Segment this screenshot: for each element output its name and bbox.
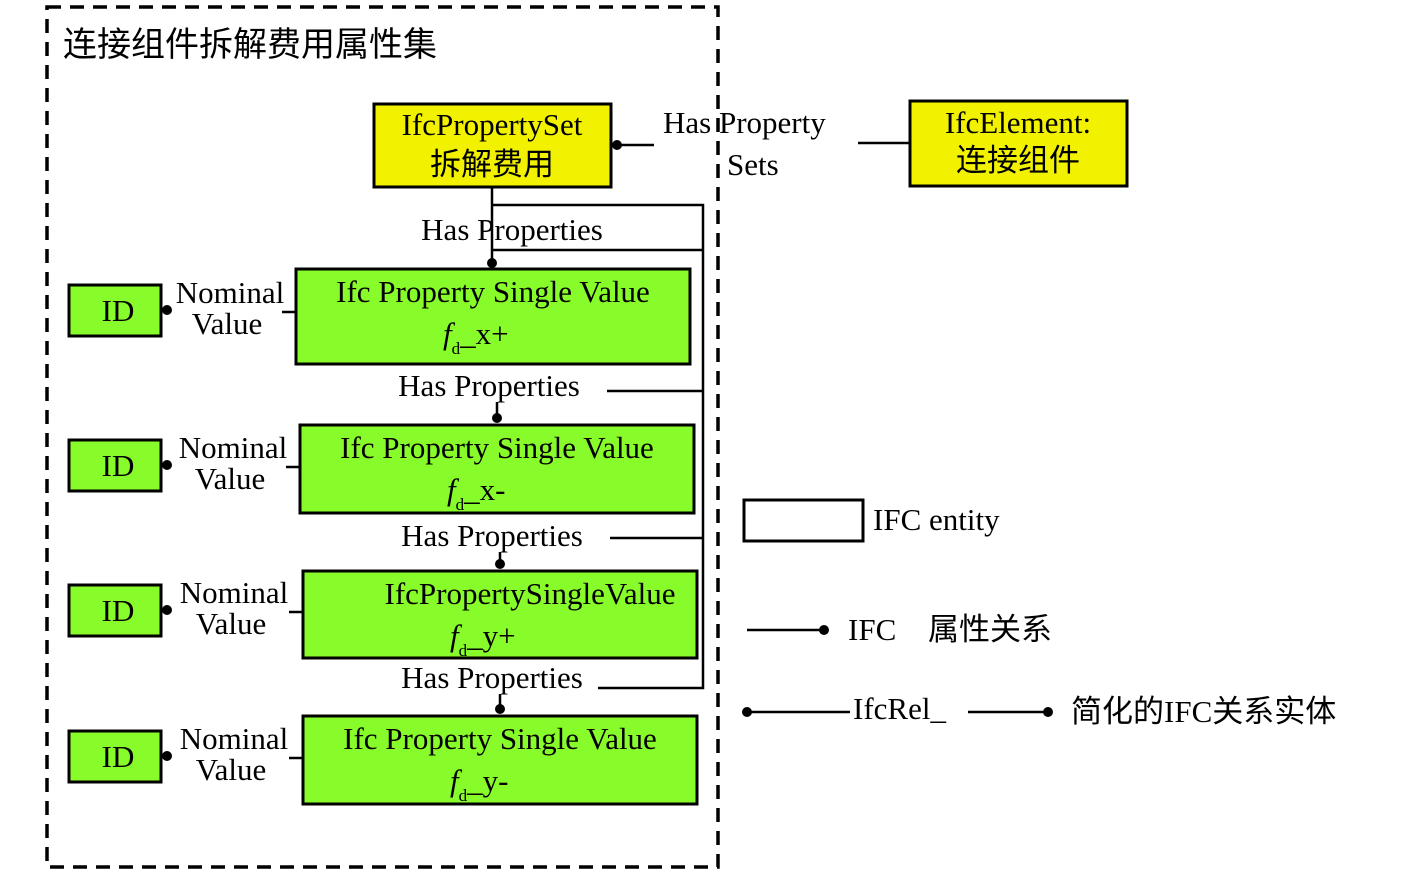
- id-box: [67, 438, 163, 493]
- legend-property-relation-b: 属性关系: [928, 612, 1052, 647]
- nominal-value-label: Nominal: [180, 721, 289, 756]
- ifc-property-set-box: IfcPropertySet 拆解费用: [372, 102, 613, 189]
- property-name-subscript: d: [459, 786, 468, 805]
- legend-entity-label: IFC entity: [873, 502, 1000, 537]
- property-type-label: Ifc Property Single Value: [343, 721, 657, 756]
- property-name: fd_x+: [443, 316, 509, 358]
- nominal-value-label-2: Value: [195, 461, 266, 496]
- id-label: ID: [102, 739, 135, 774]
- has-properties-label: Has Properties: [398, 368, 580, 403]
- id-label: ID: [102, 448, 135, 483]
- property-single-value-box: [298, 423, 696, 515]
- property-name-subscript: d: [456, 495, 465, 514]
- property-name-suffix: _x-: [463, 472, 505, 507]
- property-type-label: Ifc Property Single Value: [340, 430, 654, 465]
- legend: IFC entity IFC 属性关系 IfcRel_ 简化的IFC关系实体: [742, 498, 1336, 729]
- has-properties-connectors: [490, 187, 705, 690]
- relation-dot: [162, 605, 172, 615]
- relation-dot: [492, 413, 502, 423]
- property-single-value-box: [294, 267, 692, 366]
- nominal-value-label: Nominal: [176, 275, 285, 310]
- property-name-subscript: d: [459, 641, 468, 660]
- property-set-boundary: [45, 5, 720, 869]
- property-name: fd_y-: [450, 763, 508, 805]
- property-name-suffix: _y-: [466, 763, 508, 798]
- relation-dot: [495, 559, 505, 569]
- relation-dot: [162, 305, 172, 315]
- pset-label: 拆解费用: [430, 147, 554, 182]
- property-name-subscript: d: [452, 339, 461, 358]
- property-name: fd_y+: [450, 618, 516, 660]
- property-name-suffix: _x+: [459, 316, 508, 351]
- id-box: [67, 729, 163, 784]
- relation-dot: [162, 460, 172, 470]
- legend-dot: [819, 625, 829, 635]
- legend-relation-entity-label: 简化的IFC关系实体: [1071, 694, 1336, 729]
- id-box: [67, 283, 163, 338]
- has-properties-label: Has Properties: [421, 212, 603, 247]
- legend-entity-swatch: [742, 498, 865, 543]
- property-single-value-box: [301, 714, 699, 806]
- property-type-label: Ifc Property Single Value: [336, 274, 650, 309]
- relation-dot: [487, 258, 497, 268]
- nominal-value-label: Nominal: [180, 575, 289, 610]
- pset-name: IfcPropertySet: [402, 107, 583, 142]
- element-name: IfcElement:: [945, 105, 1091, 140]
- has-properties-label: Has Properties: [401, 660, 583, 695]
- has-property-sets-label: Has Property: [663, 105, 826, 140]
- property-name-suffix: _y+: [466, 618, 515, 653]
- property-single-value-box: [301, 569, 699, 660]
- id-label: ID: [102, 593, 135, 628]
- nominal-value-label: Nominal: [179, 430, 288, 465]
- legend-ifcrel-label: IfcRel_: [853, 691, 946, 726]
- element-label: 连接组件: [956, 143, 1080, 178]
- has-properties-label: Has Properties: [401, 518, 583, 553]
- legend-property-relation-a: IFC: [848, 612, 896, 647]
- has-property-sets-label-2: Sets: [727, 147, 779, 182]
- property-type-label: IfcPropertySingleValue: [385, 576, 676, 611]
- nominal-value-label-2: Value: [196, 752, 267, 787]
- relation-dot: [495, 704, 505, 714]
- diagram-title: 连接组件拆解费用属性集: [63, 26, 437, 64]
- id-label: ID: [102, 293, 135, 328]
- ifc-element-box: IfcElement: 连接组件: [908, 99, 1129, 188]
- relation-dot: [162, 751, 172, 761]
- id-box: [67, 583, 163, 638]
- nominal-value-label-2: Value: [196, 606, 267, 641]
- nominal-value-label-2: Value: [192, 306, 263, 341]
- legend-dot: [1043, 707, 1053, 717]
